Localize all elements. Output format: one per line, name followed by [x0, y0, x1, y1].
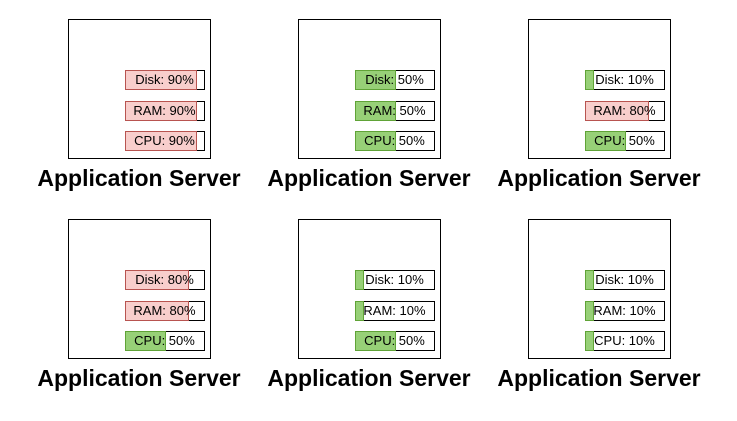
server-node-6: Disk: 10% RAM: 10% CPU: 10% Application … — [484, 219, 714, 419]
disk-usage-bar: Disk: 10% — [354, 270, 435, 290]
ram-usage-bar: RAM: 10% — [584, 301, 665, 321]
server-label: Application Server — [37, 165, 241, 191]
disk-usage-fill — [584, 70, 595, 90]
cpu-usage-bar: CPU: 10% — [584, 331, 665, 351]
ram-usage-bar: RAM: 80% — [584, 101, 665, 121]
ram-usage-bar: RAM: 80% — [124, 301, 205, 321]
ram-usage-bar: RAM: 50% — [354, 101, 435, 121]
ram-usage-fill — [124, 101, 197, 121]
cpu-usage-bar: CPU: 50% — [354, 131, 435, 151]
cpu-usage-fill — [124, 131, 197, 151]
ram-usage-label: RAM: 50% — [363, 103, 426, 118]
server-node-4: Disk: 80% RAM: 80% CPU: 50% Application … — [24, 219, 254, 419]
ram-usage-label: RAM: 80% — [133, 303, 196, 318]
server-label: Application Server — [37, 365, 241, 391]
server-label: Application Server — [267, 365, 471, 391]
server-label: Application Server — [497, 365, 701, 391]
disk-usage-bar: Disk: 10% — [584, 270, 665, 290]
disk-usage-bar: Disk: 80% — [124, 270, 205, 290]
cpu-usage-label: CPU: 90% — [134, 133, 195, 148]
cpu-usage-bar: CPU: 90% — [124, 131, 205, 151]
cpu-usage-fill — [354, 131, 396, 151]
ram-usage-label: RAM: 10% — [593, 303, 656, 318]
disk-usage-label: Disk: 90% — [135, 72, 194, 87]
server-node-5: Disk: 10% RAM: 10% CPU: 50% Application … — [254, 219, 484, 419]
cpu-usage-bar: CPU: 50% — [584, 131, 665, 151]
server-box: Disk: 80% RAM: 80% CPU: 50% — [67, 219, 211, 359]
cpu-usage-fill — [584, 331, 595, 351]
server-box: Disk: 10% RAM: 10% CPU: 10% — [527, 219, 671, 359]
ram-usage-bar: RAM: 10% — [354, 301, 435, 321]
server-label: Application Server — [497, 165, 701, 191]
server-node-3: Disk: 10% RAM: 80% CPU: 50% Application … — [484, 19, 714, 219]
server-box: Disk: 10% RAM: 10% CPU: 50% — [297, 219, 441, 359]
ram-usage-fill — [124, 301, 189, 321]
ram-usage-fill — [354, 301, 365, 321]
ram-usage-bar: RAM: 90% — [124, 101, 205, 121]
disk-usage-fill — [124, 270, 189, 290]
server-node-2: Disk: 50% RAM: 50% CPU: 50% Application … — [254, 19, 484, 219]
disk-usage-fill — [354, 270, 365, 290]
disk-usage-label: Disk: 50% — [365, 72, 424, 87]
ram-usage-fill — [584, 301, 595, 321]
disk-usage-label: Disk: 10% — [365, 272, 424, 287]
cpu-usage-fill — [124, 331, 166, 351]
disk-usage-fill — [354, 70, 396, 90]
cpu-usage-label: CPU: 50% — [594, 133, 655, 148]
disk-usage-bar: Disk: 90% — [124, 70, 205, 90]
cpu-usage-label: CPU: 10% — [594, 333, 655, 348]
disk-usage-fill — [124, 70, 197, 90]
server-box: Disk: 10% RAM: 80% CPU: 50% — [527, 19, 671, 159]
server-box: Disk: 50% RAM: 50% CPU: 50% — [297, 19, 441, 159]
server-label: Application Server — [267, 165, 471, 191]
cpu-usage-label: CPU: 50% — [364, 133, 425, 148]
ram-usage-label: RAM: 90% — [133, 103, 196, 118]
cpu-usage-label: CPU: 50% — [364, 333, 425, 348]
disk-usage-fill — [584, 270, 595, 290]
disk-usage-label: Disk: 80% — [135, 272, 194, 287]
cpu-usage-bar: CPU: 50% — [124, 331, 205, 351]
ram-usage-fill — [354, 101, 396, 121]
disk-usage-bar: Disk: 10% — [584, 70, 665, 90]
disk-usage-bar: Disk: 50% — [354, 70, 435, 90]
ram-usage-fill — [584, 101, 649, 121]
server-box: Disk: 90% RAM: 90% CPU: 90% — [67, 19, 211, 159]
disk-usage-label: Disk: 10% — [595, 72, 654, 87]
cpu-usage-label: CPU: 50% — [134, 333, 195, 348]
ram-usage-label: RAM: 80% — [593, 103, 656, 118]
cpu-usage-bar: CPU: 50% — [354, 331, 435, 351]
disk-usage-label: Disk: 10% — [595, 272, 654, 287]
cpu-usage-fill — [354, 331, 396, 351]
ram-usage-label: RAM: 10% — [363, 303, 426, 318]
cpu-usage-fill — [584, 131, 626, 151]
server-node-1: Disk: 90% RAM: 90% CPU: 90% Application … — [24, 19, 254, 219]
